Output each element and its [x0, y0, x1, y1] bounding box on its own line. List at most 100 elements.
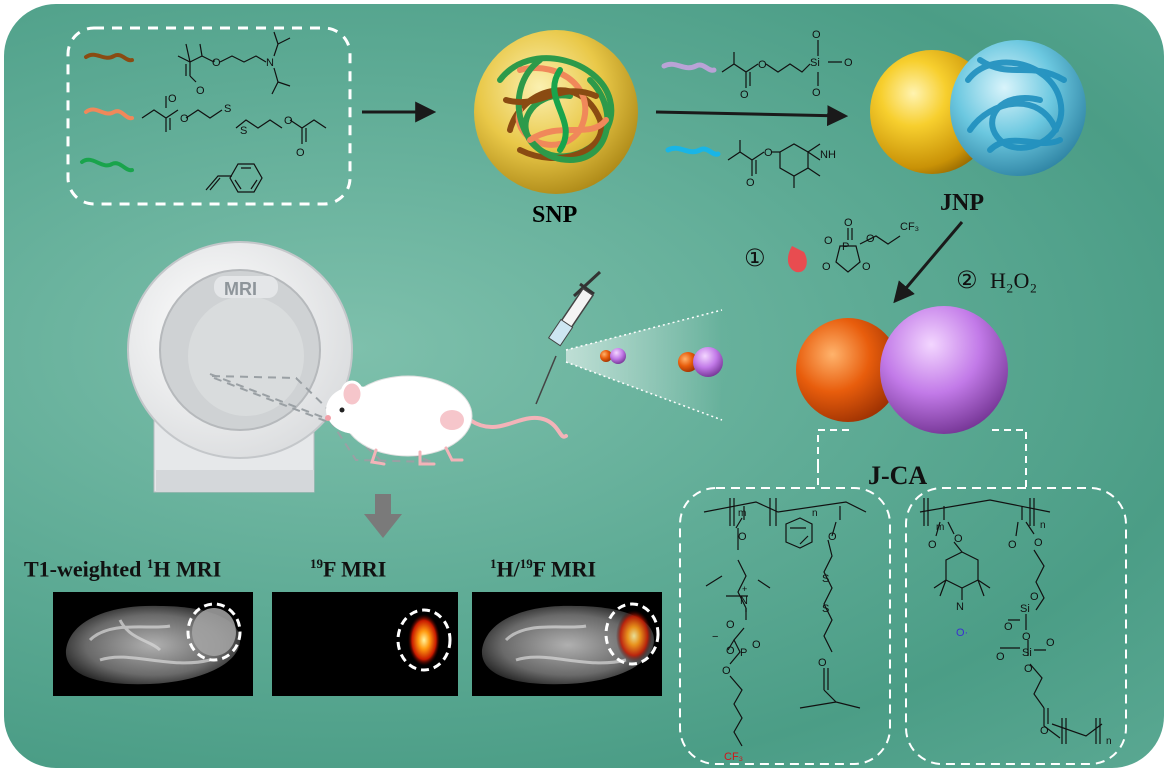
caption-t1: T1-weighted 1H MRI — [24, 556, 221, 582]
chem-o: O — [818, 657, 827, 669]
chem-s: S — [224, 103, 231, 115]
monomer-dpa-structure — [177, 31, 291, 95]
chem-o: O — [866, 233, 875, 245]
mri-scanner — [127, 241, 353, 493]
mid-jca-purple — [693, 347, 723, 377]
chem-s: S — [240, 125, 247, 137]
chem-o: O — [812, 87, 821, 99]
chem-o: O — [996, 651, 1005, 663]
chem-o: O — [296, 147, 305, 159]
monomer-chain-peach — [84, 107, 134, 121]
chem-si: Si — [1022, 647, 1032, 659]
chem-o: O — [862, 261, 871, 273]
magnify-line-top — [565, 309, 723, 351]
chem-o: O — [168, 93, 177, 105]
chem-o: O — [752, 639, 761, 651]
small-jca-orange — [600, 350, 612, 362]
chem-o: O — [928, 539, 937, 551]
chem-n: N — [956, 601, 964, 613]
chem-o: O — [844, 217, 853, 229]
chem-minus: − — [712, 631, 718, 643]
chem-o: O — [726, 645, 735, 657]
scan-lines — [209, 373, 433, 463]
mri-machine-label: MRI — [224, 279, 257, 299]
jnp-polymer-tangle — [965, 57, 1067, 153]
caption-19f-text: F MRI — [323, 556, 387, 582]
caption-19f-sup: 19 — [310, 556, 323, 571]
chem-o: O — [212, 57, 221, 69]
repeat-m-right: m — [936, 522, 944, 533]
chem-o: O — [954, 533, 963, 545]
chem-o: O — [1022, 631, 1031, 643]
monomer-chain-brown — [84, 52, 134, 63]
chem-o: O — [828, 531, 837, 543]
caption-1h19f: 1H/19F MRI — [490, 556, 596, 582]
step2-marker: ② — [956, 266, 978, 294]
jca-purple-hemisphere — [880, 306, 1008, 434]
chem-o: O — [1040, 725, 1049, 737]
chem-plus: + — [742, 584, 747, 594]
repeat-m-left: m — [738, 508, 746, 519]
chem-s: S — [822, 573, 829, 585]
mouse — [325, 375, 568, 466]
chem-o: O — [1024, 663, 1033, 675]
caption-hf-post: F MRI — [532, 556, 597, 582]
monomer-silane-structure — [721, 40, 842, 88]
chem-cf3-red: CF₃ — [724, 751, 743, 763]
jnp-label: JNP — [940, 190, 984, 216]
caption-hf-mid: H/ — [496, 556, 520, 582]
f19-tumor-circle — [396, 608, 452, 672]
arrow-to-jnp — [655, 105, 849, 127]
chem-o: O — [738, 531, 747, 543]
caption-t1-text: T1-weighted — [24, 556, 147, 582]
monomer-chain-green — [80, 157, 134, 173]
small-jca-purple — [610, 348, 626, 364]
caption-t1-post: H MRI — [153, 556, 222, 582]
chem-nh: NH — [820, 149, 836, 161]
jca-orange-hemisphere — [796, 318, 900, 422]
chem-o: O — [1008, 539, 1017, 551]
chem-o: O — [284, 115, 293, 127]
f19-hotspot — [408, 614, 440, 666]
chem-nitroxide: O· — [956, 627, 968, 639]
chem-o: O — [726, 619, 735, 631]
chem-p: P — [740, 647, 747, 659]
chem-o: O — [1004, 621, 1013, 633]
cyclic-phosphate-structure — [835, 228, 901, 273]
caption-hf-sup1: 1 — [490, 556, 497, 571]
chem-cf3: CF₃ — [900, 221, 919, 233]
monomer-tmpm-structure — [727, 140, 821, 188]
chem-n: N — [266, 57, 274, 69]
chem-o: O — [812, 29, 821, 41]
monomer-styrene-structure — [205, 163, 263, 193]
caption-t1-sup: 1 — [146, 556, 154, 571]
hf-mouse-slice — [481, 605, 654, 685]
monomer-chain-lavender — [661, 61, 717, 73]
jnp-cyan-hemisphere — [950, 40, 1086, 176]
hf-tumor-circle — [604, 602, 660, 666]
chem-o: O — [1034, 537, 1043, 549]
chem-o: O — [722, 665, 731, 677]
repeat-n-right: n — [1040, 520, 1046, 531]
chem-s: S — [822, 603, 829, 615]
polymer-right-structure — [919, 498, 1103, 744]
h2o2-label: H₂O₂ — [990, 268, 1037, 293]
chem-n: N — [740, 595, 748, 607]
polymer-box-right — [905, 487, 1127, 765]
syringe — [535, 270, 602, 405]
chem-o: O — [824, 235, 833, 247]
chem-o: O — [758, 59, 767, 71]
chem-si: Si — [1020, 603, 1030, 615]
chem-o: O — [822, 261, 831, 273]
chem-o: O — [196, 85, 205, 97]
arrow-to-jca — [893, 221, 964, 304]
mid-jca-orange — [678, 352, 698, 372]
caption-hf-sup2: 19 — [519, 556, 533, 571]
reagent-drop — [787, 246, 807, 273]
chem-o: O — [1046, 637, 1055, 649]
snp-label: SNP — [532, 202, 577, 228]
repeat-n-left: n — [812, 508, 818, 519]
t1-mouse-slice — [65, 605, 240, 685]
monomer-box — [66, 26, 352, 206]
